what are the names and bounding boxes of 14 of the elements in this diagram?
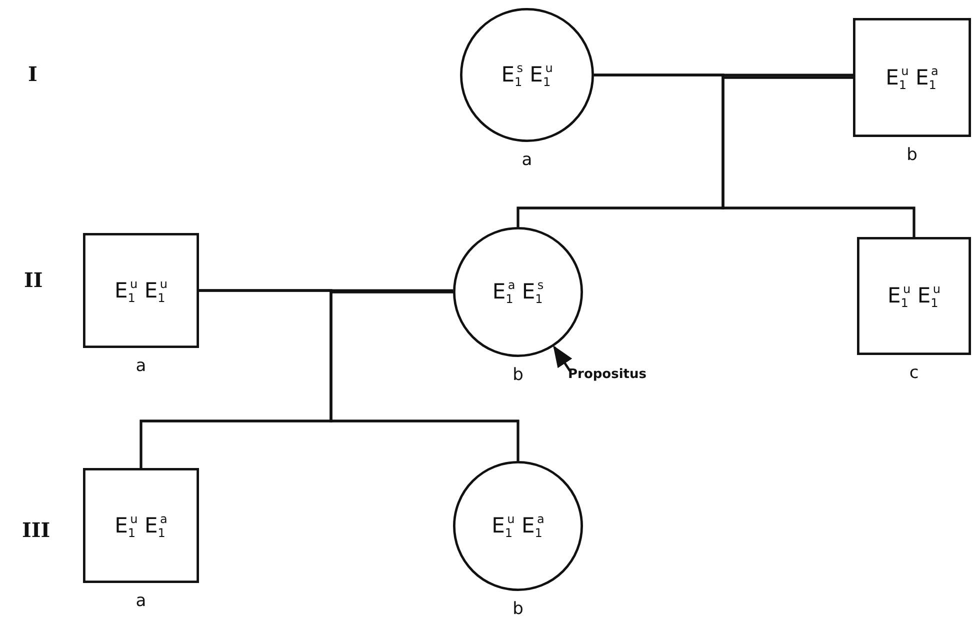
generation-numeral: III [22, 518, 50, 542]
pedigree-line [330, 290, 520, 461]
individual-letter: b [512, 365, 524, 385]
individual-letter: c [909, 363, 919, 383]
individual-letter: a [522, 150, 532, 170]
generation-numeral: II [24, 268, 43, 292]
individual-letter: b [512, 599, 524, 619]
leader-line [553, 345, 572, 372]
pedigree-line [722, 76, 916, 237]
individual-letter: a [136, 356, 146, 376]
individual-letter: b [906, 145, 918, 165]
individual-letter: a [136, 591, 146, 611]
propositus-label: Propositus [568, 367, 648, 382]
generation-numeral: I [28, 62, 38, 86]
